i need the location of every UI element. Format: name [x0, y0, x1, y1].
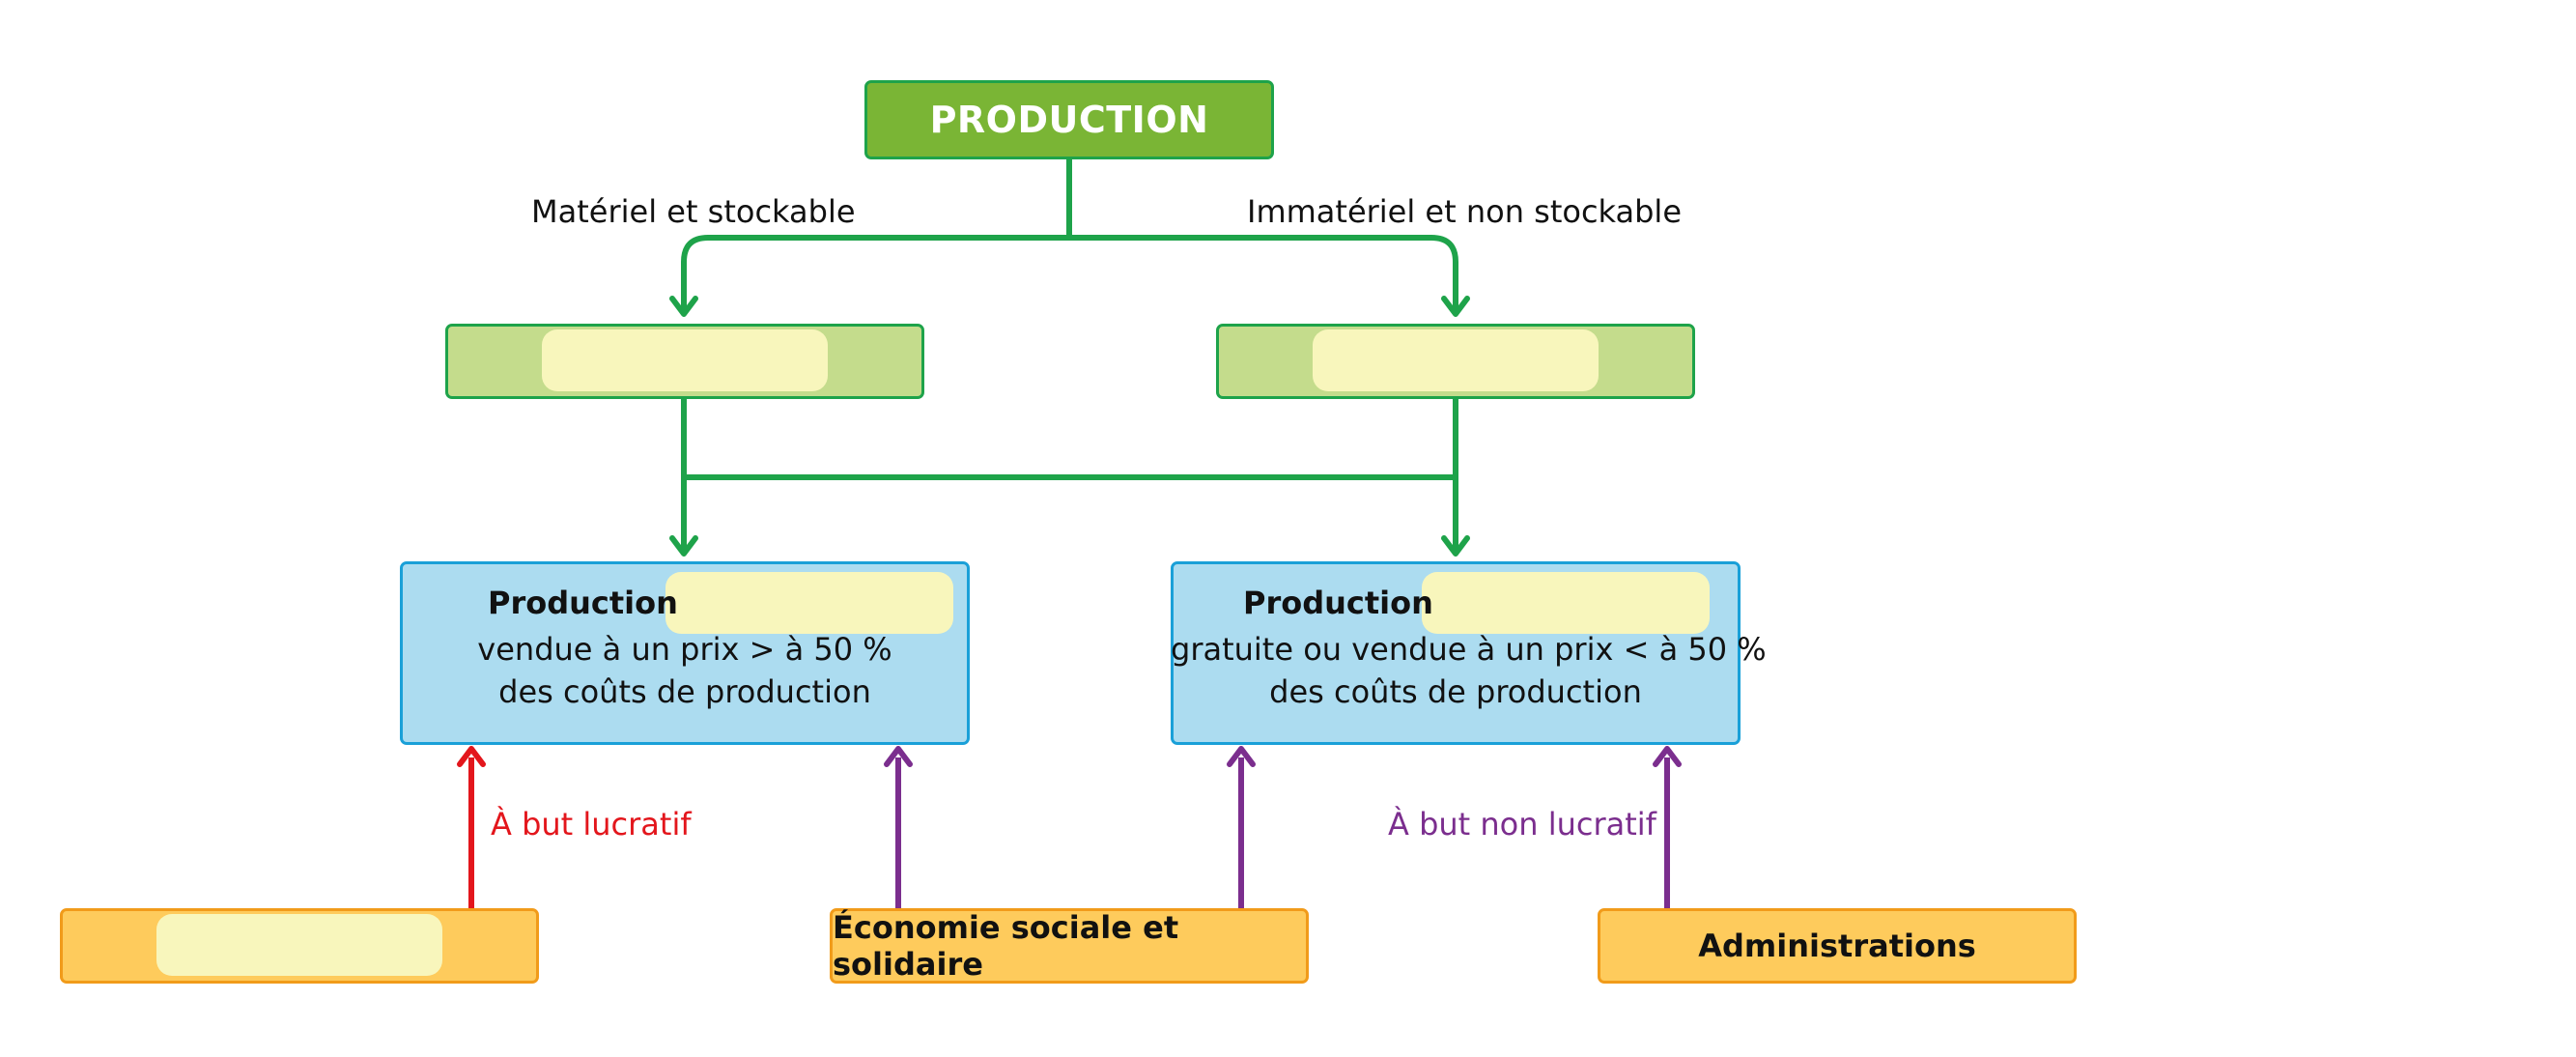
non-market-production-title-label: Production	[1243, 585, 1433, 621]
enterprises-blank-field[interactable]	[156, 914, 442, 976]
market-production-title: Production	[488, 582, 678, 624]
market-production-blank-field[interactable]	[665, 572, 953, 634]
connector-root-left	[681, 235, 1069, 311]
label-non-lucratif: À but non lucratif	[1388, 806, 1656, 843]
arrowhead-right-blue	[1441, 535, 1470, 557]
non-market-production-line2: des coûts de production	[1269, 673, 1642, 710]
non-market-production-title: Production	[1243, 582, 1433, 624]
arrowhead-lucratif	[457, 746, 486, 767]
ess-box: Économie sociale et solidaire	[830, 908, 1309, 984]
market-production-line1: vendue à un prix > à 50 %	[477, 631, 892, 668]
arrowhead-left-blue	[669, 535, 698, 557]
label-lucratif: À but lucratif	[491, 806, 692, 843]
connector-root-right	[1069, 235, 1458, 311]
goods-blank-field[interactable]	[542, 329, 828, 391]
root-production-box: PRODUCTION	[864, 80, 1274, 159]
non-market-production-line1: gratuite ou vendue à un prix < à 50 %	[1171, 631, 1767, 668]
market-production-line2: des coûts de production	[498, 673, 871, 710]
non-market-production-blank-field[interactable]	[1422, 572, 1710, 634]
arrowhead-administrations	[1653, 746, 1682, 767]
ess-label: Économie sociale et solidaire	[833, 909, 1179, 983]
arrowhead-left-green	[669, 296, 698, 317]
administrations-box: Administrations	[1598, 908, 2077, 984]
root-production-label: PRODUCTION	[929, 99, 1209, 141]
administrations-label: Administrations	[1698, 928, 1976, 964]
market-production-title-label: Production	[488, 585, 678, 621]
arrowhead-ess-left	[884, 746, 913, 767]
edge-label-immaterial: Immatériel et non stockable	[1247, 193, 1682, 230]
services-blank-field[interactable]	[1313, 329, 1599, 391]
arrowhead-ess-right	[1227, 746, 1256, 767]
edge-label-material: Matériel et stockable	[531, 193, 856, 230]
arrowhead-right-green	[1441, 296, 1470, 317]
